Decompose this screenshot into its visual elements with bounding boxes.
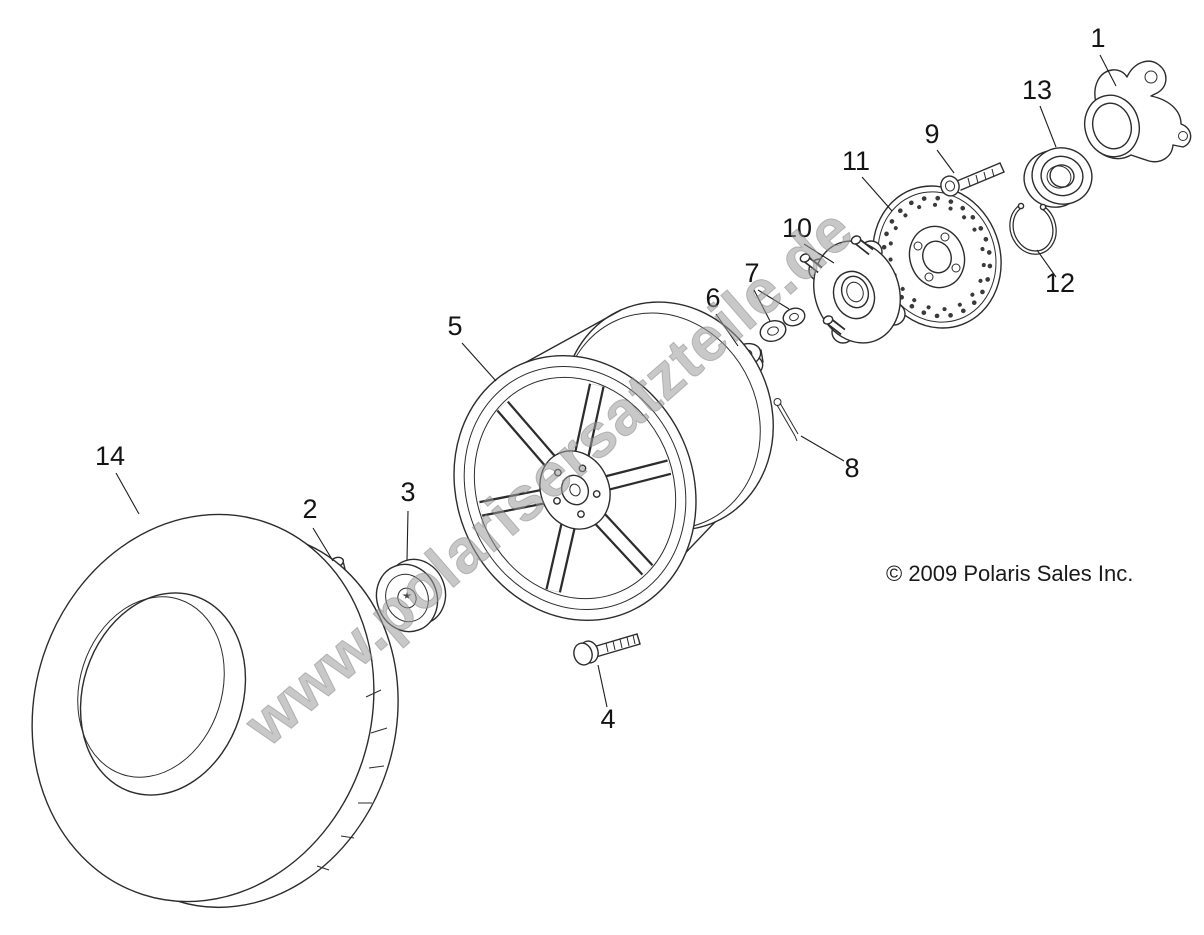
lug-bolt-part bbox=[573, 633, 641, 666]
leader-line bbox=[1036, 249, 1057, 278]
hub-cap-part bbox=[375, 558, 447, 633]
cotter-pin-part bbox=[773, 398, 799, 442]
leader-line bbox=[1039, 105, 1057, 148]
callout-1: 1 bbox=[1090, 23, 1105, 53]
wheel-lug-holes bbox=[553, 464, 601, 519]
leader-line bbox=[757, 289, 790, 310]
callout-5: 5 bbox=[447, 311, 462, 341]
wheel-bearing-part bbox=[1023, 147, 1093, 208]
callout-4: 4 bbox=[600, 704, 615, 734]
snap-ring-part bbox=[1009, 202, 1057, 255]
callout-13: 13 bbox=[1022, 75, 1052, 105]
copyright-text: © 2009 Polaris Sales Inc. bbox=[886, 561, 1133, 586]
callout-2: 2 bbox=[302, 494, 317, 524]
watermark-text: www.polarisersatzteile.de bbox=[231, 195, 866, 760]
bolt-part bbox=[940, 162, 1005, 197]
callout-6: 6 bbox=[705, 283, 720, 313]
callout-7: 7 bbox=[744, 258, 759, 288]
leader-line bbox=[753, 289, 771, 322]
leader-line bbox=[715, 313, 739, 347]
hub-cap-logo bbox=[402, 592, 412, 599]
leader-lines bbox=[115, 54, 1117, 708]
leader-line bbox=[861, 176, 893, 212]
leader-line bbox=[800, 435, 845, 462]
callout-10: 10 bbox=[782, 213, 812, 243]
wheel-rim-part bbox=[453, 301, 774, 622]
wheel-spokes bbox=[479, 383, 672, 593]
leader-line bbox=[597, 664, 608, 708]
steering-knuckle-part bbox=[1084, 60, 1192, 163]
callout-9: 9 bbox=[924, 119, 939, 149]
leader-line bbox=[115, 472, 140, 515]
leader-line bbox=[936, 149, 955, 174]
callout-3: 3 bbox=[400, 477, 415, 507]
callout-12: 12 bbox=[1045, 268, 1075, 298]
leader-line bbox=[406, 510, 409, 561]
leader-line bbox=[461, 342, 497, 382]
washers-part bbox=[759, 307, 806, 343]
leader-line bbox=[803, 243, 835, 264]
callout-11: 11 bbox=[842, 146, 870, 176]
tire-part bbox=[31, 513, 399, 909]
leader-line bbox=[312, 527, 334, 562]
callout-8: 8 bbox=[844, 453, 859, 483]
callout-14: 14 bbox=[95, 441, 125, 471]
callout-labels: 1 2 3 4 5 6 7 8 9 10 11 12 13 14 bbox=[95, 23, 1106, 734]
leader-line bbox=[1099, 54, 1117, 87]
wheel-hub-part bbox=[799, 235, 906, 344]
